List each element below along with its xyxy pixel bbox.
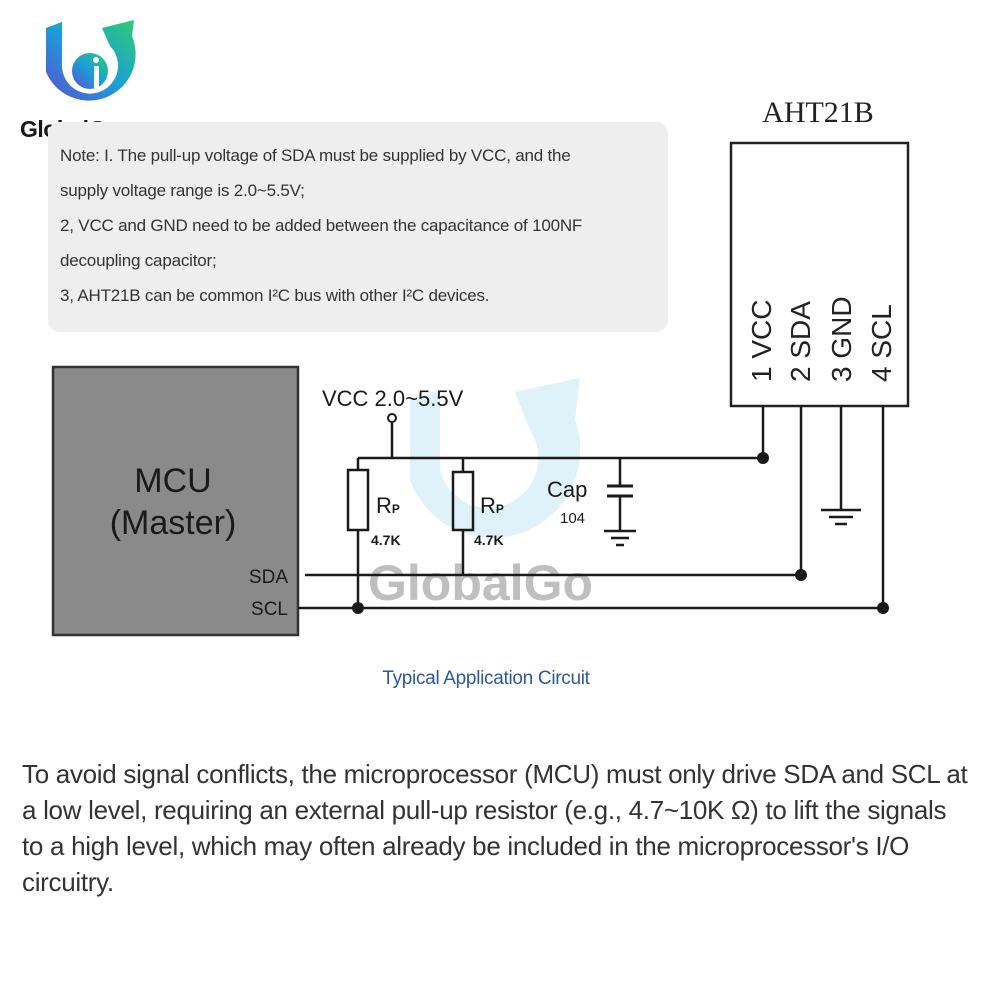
note-line: Note: I. The pull-up voltage of SDA must… xyxy=(60,146,571,165)
figure-caption: Typical Application Circuit xyxy=(382,668,590,689)
note-line: 3, AHT21B can be common I²C bus with oth… xyxy=(60,286,490,305)
pin-label-sda: 2 SDA xyxy=(785,301,816,382)
pin-label-gnd: 3 GND xyxy=(826,296,857,382)
vcc-label: VCC 2.0~5.5V xyxy=(322,386,464,411)
mcu-box xyxy=(51,365,300,637)
mcu-pin-sda: SDA xyxy=(249,567,288,588)
resistor-1-label: RP xyxy=(376,493,400,518)
mcu-pin-scl: SCL xyxy=(251,599,288,620)
cap-label: Cap xyxy=(547,477,587,502)
ground-icon xyxy=(604,529,636,547)
junction-dots xyxy=(352,452,889,614)
note-line: supply voltage range is 2.0~5.5V; xyxy=(60,181,305,200)
resistor-2-label: RP xyxy=(480,493,504,518)
vcc-terminal xyxy=(387,413,397,423)
sensor-box xyxy=(729,141,910,408)
pin-label-scl: 4 SCL xyxy=(866,304,897,382)
ground-icon xyxy=(821,508,861,526)
mcu-title: MCU xyxy=(134,462,211,500)
resistor-1-value: 4.7K xyxy=(371,532,401,548)
note-box: Note: I. The pull-up voltage of SDA must… xyxy=(48,122,668,332)
pin-label-vcc: 1 VCC xyxy=(746,300,777,382)
capacitor-icon xyxy=(607,484,633,498)
resistor-2 xyxy=(451,470,475,532)
resistor-2-value: 4.7K xyxy=(474,532,504,548)
circuit-diagram: GlobalGo AHT21B 1 VCC 2 SDA 3 GND 4 SCL … xyxy=(51,96,910,637)
cap-value: 104 xyxy=(560,510,585,527)
mcu-subtitle: (Master) xyxy=(110,504,237,542)
globalgo-logo-icon xyxy=(46,20,136,101)
description-paragraph: To avoid signal conflicts, the microproc… xyxy=(22,759,968,897)
resistor-1 xyxy=(346,468,370,532)
watermark-text: GlobalGo xyxy=(368,555,593,611)
note-line: decoupling capacitor; xyxy=(60,251,217,270)
note-line: 2, VCC and GND need to be added between … xyxy=(60,216,583,235)
wires xyxy=(298,406,885,610)
sensor-name: AHT21B xyxy=(762,96,874,129)
